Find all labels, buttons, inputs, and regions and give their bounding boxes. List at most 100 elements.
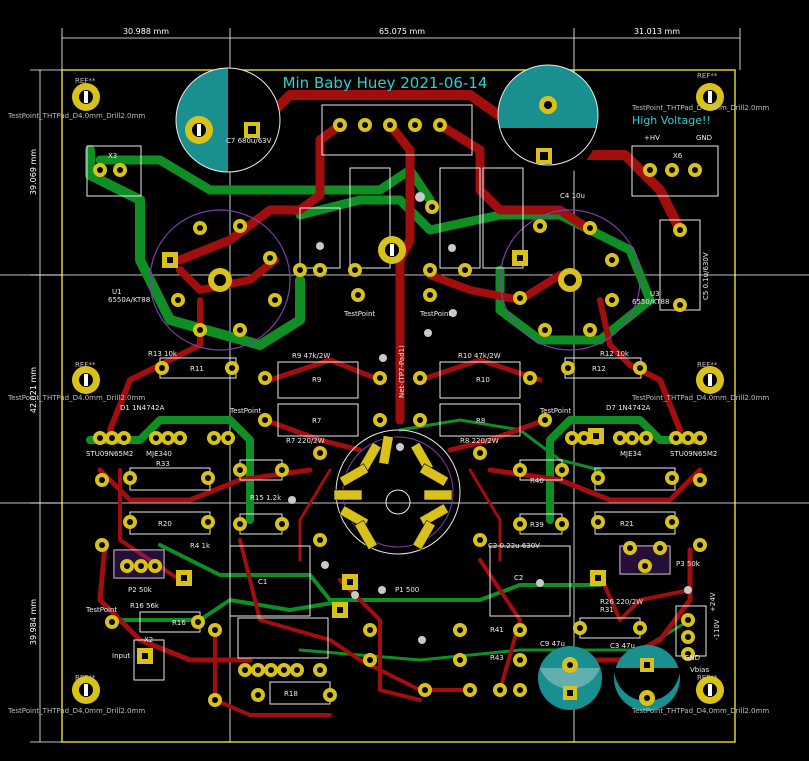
- r31-label: R33: [156, 460, 170, 468]
- pad-drill: [255, 692, 261, 698]
- pad-drill: [643, 435, 649, 441]
- pad-drill: [595, 575, 601, 581]
- pad-drill: [685, 634, 691, 640]
- pad-drill: [367, 657, 373, 663]
- pad-drill: [595, 475, 601, 481]
- mounting-hole-mark: [197, 124, 201, 136]
- v110-label: -110V: [713, 619, 721, 640]
- pad-drill: [272, 297, 278, 303]
- c6-value: C4 10u: [560, 192, 585, 200]
- pad-drill: [127, 475, 133, 481]
- resistor-outlines: [113, 167, 701, 705]
- pad-drill: [477, 537, 483, 543]
- mh-label-br: TestPoint_THTPad_D4.0mm_Drill2.0mm: [631, 707, 769, 715]
- pad-drill: [97, 435, 103, 441]
- pad-drill: [627, 545, 633, 551]
- pad-drill: [109, 435, 115, 441]
- pad-drill: [497, 687, 503, 693]
- d1-label: D1 1N4742A: [120, 404, 165, 412]
- pad-drill: [637, 365, 643, 371]
- r7-label: R7: [312, 417, 321, 425]
- x6-ref: X6: [673, 152, 683, 160]
- pad-drill: [175, 297, 181, 303]
- pad-drill: [237, 521, 243, 527]
- mounting-holes: [72, 83, 724, 704]
- pad-drill: [205, 475, 211, 481]
- pad-drill: [637, 625, 643, 631]
- pad-drill: [437, 122, 443, 128]
- pad-drill: [262, 417, 268, 423]
- pad-drill: [317, 667, 323, 673]
- pad-drill: [212, 627, 218, 633]
- pad-drill: [317, 267, 323, 273]
- d7-label: D7 1N4742A: [606, 404, 651, 412]
- pad-drill: [262, 375, 268, 381]
- r4-value: R4 1k: [190, 542, 211, 550]
- c3-value: C3 47u: [610, 642, 635, 650]
- c2-label: C2: [514, 574, 523, 582]
- pad-drill: [267, 255, 273, 261]
- pad-drill: [242, 667, 248, 673]
- cap-c7: [175, 67, 281, 173]
- r11-label: R11: [190, 365, 204, 373]
- pad-drill: [212, 697, 218, 703]
- cap-c6: [497, 64, 599, 178]
- r39-label: R41: [490, 626, 504, 634]
- pad-drill: [517, 657, 523, 663]
- pad-drill: [457, 627, 463, 633]
- r13-value: R13 10k: [148, 350, 178, 358]
- r12-label: R12: [592, 365, 606, 373]
- x2-label: Input: [112, 652, 130, 660]
- pad-drill: [117, 167, 123, 173]
- mh-ref-1: REF**: [75, 77, 96, 85]
- r16-value: R16 56k: [130, 602, 160, 610]
- gnd-label-bottom: GND: [684, 654, 700, 662]
- pad-drill: [142, 653, 148, 659]
- pad-drill: [517, 521, 523, 527]
- socket-label: P1 500: [395, 586, 419, 594]
- tp-label-4: TestPoint: [539, 407, 571, 415]
- r10-value: R10 47k/2W: [458, 352, 501, 360]
- r26-value: R26 220/2W: [600, 598, 643, 606]
- x3-ref: X3: [108, 152, 117, 160]
- pad-drill: [527, 375, 533, 381]
- r7-value: R7 220/2W: [286, 437, 325, 445]
- r8-label: R8: [476, 417, 485, 425]
- pad-drill: [124, 563, 130, 569]
- c9-value: C9 47u: [540, 640, 565, 648]
- pad-drill: [177, 435, 183, 441]
- tube-socket-u1: [149, 209, 291, 351]
- connector-outlines: [86, 104, 719, 681]
- u1-ref: U1: [112, 288, 122, 296]
- board-edge: [61, 69, 736, 743]
- r18-label: R18: [284, 690, 298, 698]
- pad-drill: [153, 435, 159, 441]
- pad-drill: [297, 267, 303, 273]
- r9-value: R9 47k/2W: [292, 352, 330, 360]
- mounting-hole-mark: [84, 374, 88, 386]
- pad-drill: [697, 435, 703, 441]
- pad-drill: [559, 467, 565, 473]
- gnd-label-top: GND: [696, 134, 712, 142]
- mh-ref-6: REF**: [697, 674, 718, 682]
- pad-drill: [657, 545, 663, 551]
- pad-drill: [138, 563, 144, 569]
- pad-drill: [279, 521, 285, 527]
- pad-drill: [417, 417, 423, 423]
- r12-value: R12 10k: [600, 350, 630, 358]
- pad-drill: [237, 327, 243, 333]
- pad-drill: [677, 227, 683, 233]
- hv-label: +HV: [644, 134, 660, 142]
- mounting-hole-mark: [708, 91, 712, 103]
- c2-value: C2 0.22u 630V: [488, 542, 540, 550]
- pad-drill: [673, 435, 679, 441]
- pad-drill: [355, 292, 361, 298]
- r21-label: R21: [620, 520, 634, 528]
- pad-drill: [225, 435, 231, 441]
- pad-drill: [99, 477, 105, 483]
- dim-left-3: 39.984 mm: [29, 599, 38, 645]
- pad-drill: [517, 467, 523, 473]
- pad-drill: [367, 627, 373, 633]
- through-hole-pads: [93, 118, 707, 707]
- pad-drill: [422, 687, 428, 693]
